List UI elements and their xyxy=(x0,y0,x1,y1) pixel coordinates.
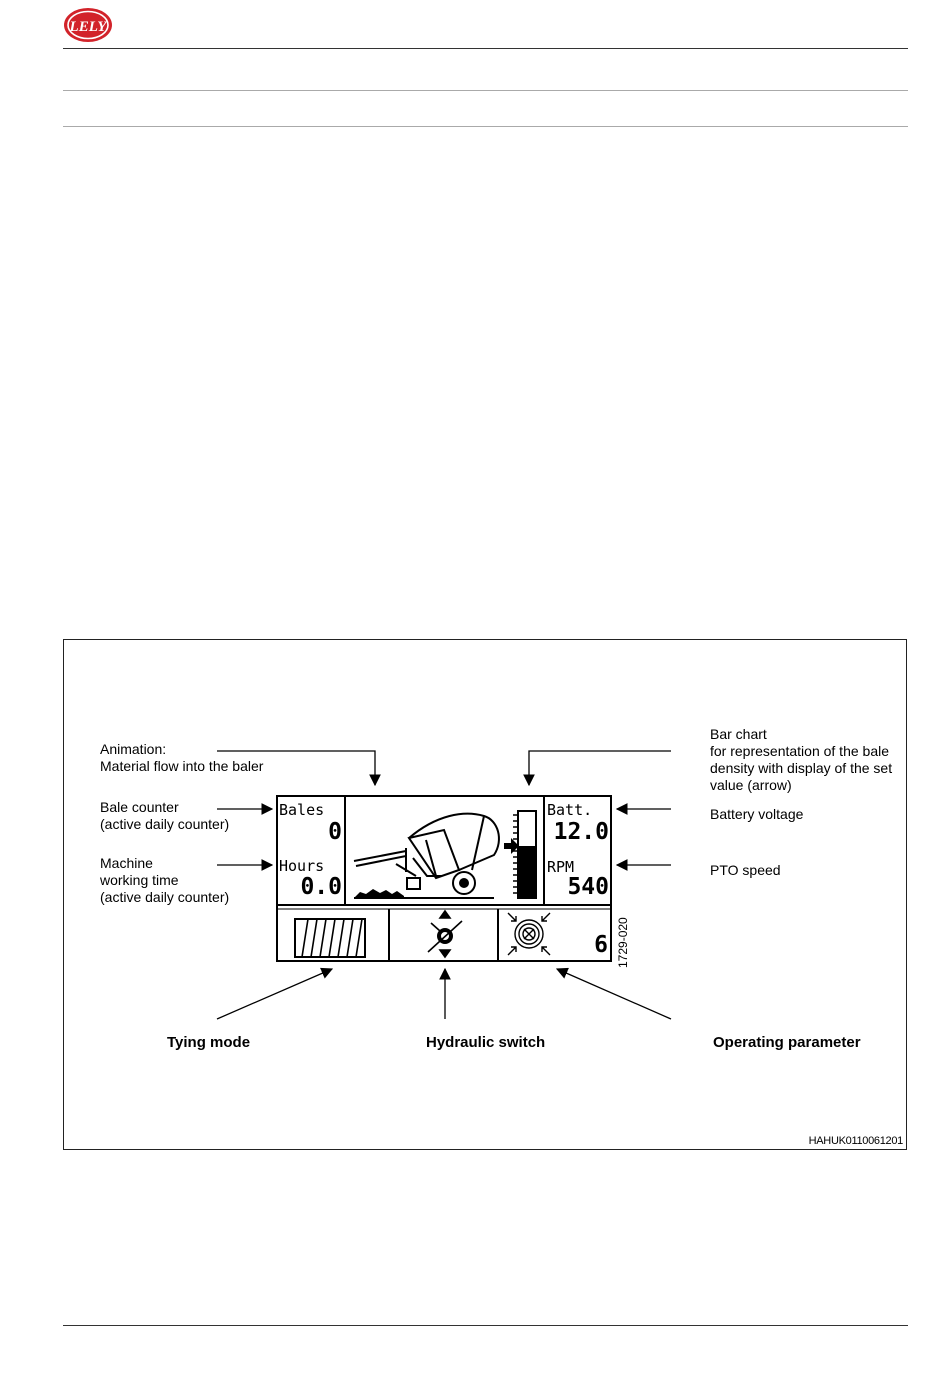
callout-hydraulic-switch: Hydraulic switch xyxy=(426,1034,546,1051)
header-rule xyxy=(63,48,908,49)
rpm-label: RPM xyxy=(547,858,575,876)
callout-animation: Animation: Material flow into the baler xyxy=(100,741,264,774)
battery-value: 12.0 xyxy=(553,819,609,845)
hours-label: Hours xyxy=(279,857,325,875)
terminal-display-figure: Bales 0 Hours 0.0 Batt. 12.0 RPM 540 6 A… xyxy=(63,639,907,1150)
tying-mode-icon xyxy=(294,918,366,958)
density-bar-fill xyxy=(519,846,535,897)
callout-operating-parameter: Operating parameter xyxy=(713,1034,861,1051)
callout-pto: PTO speed xyxy=(710,862,781,878)
bales-label: Bales xyxy=(279,801,325,819)
callout-tying-mode: Tying mode xyxy=(167,1034,251,1051)
callout-bar-chart: Bar chart for representation of the bale… xyxy=(710,726,893,793)
bales-value: 0 xyxy=(328,819,342,845)
callout-arrows xyxy=(216,750,672,1020)
density-bar xyxy=(504,810,537,899)
baler-animation xyxy=(353,812,500,895)
battery-label: Batt. xyxy=(547,801,593,819)
figure-drawing xyxy=(216,750,672,1020)
hydraulic-switch-icon xyxy=(427,909,463,959)
arrow-tying-mode xyxy=(216,967,334,1020)
rpm-value: 540 xyxy=(567,874,609,900)
operating-parameter-value: 6 xyxy=(594,932,608,958)
callout-bale-counter: Bale counter (active daily counter) xyxy=(100,799,230,832)
figure-reference-code: 1729-020 xyxy=(616,917,630,968)
arrow-animation xyxy=(217,750,381,787)
document-code: HAHUK0110061201 xyxy=(808,1135,904,1147)
callout-battery: Battery voltage xyxy=(710,806,804,822)
footer-rule xyxy=(63,1325,908,1326)
logo-lettering: LELY xyxy=(69,19,109,35)
operating-parameter-icon xyxy=(507,912,551,956)
crop-swath xyxy=(354,889,494,899)
density-setpoint-arrow xyxy=(504,838,519,854)
callout-working-time: Machine working time (active daily count… xyxy=(100,855,230,905)
lely-logo: LELY xyxy=(63,6,113,44)
terminal-screen xyxy=(276,795,612,962)
section-rule-bottom xyxy=(63,126,908,127)
density-bar-scale xyxy=(513,814,518,894)
hours-value: 0.0 xyxy=(300,874,342,900)
arrow-operating-parameter xyxy=(555,967,672,1020)
arrow-bar-chart xyxy=(523,750,671,787)
section-rule-top xyxy=(63,90,908,91)
